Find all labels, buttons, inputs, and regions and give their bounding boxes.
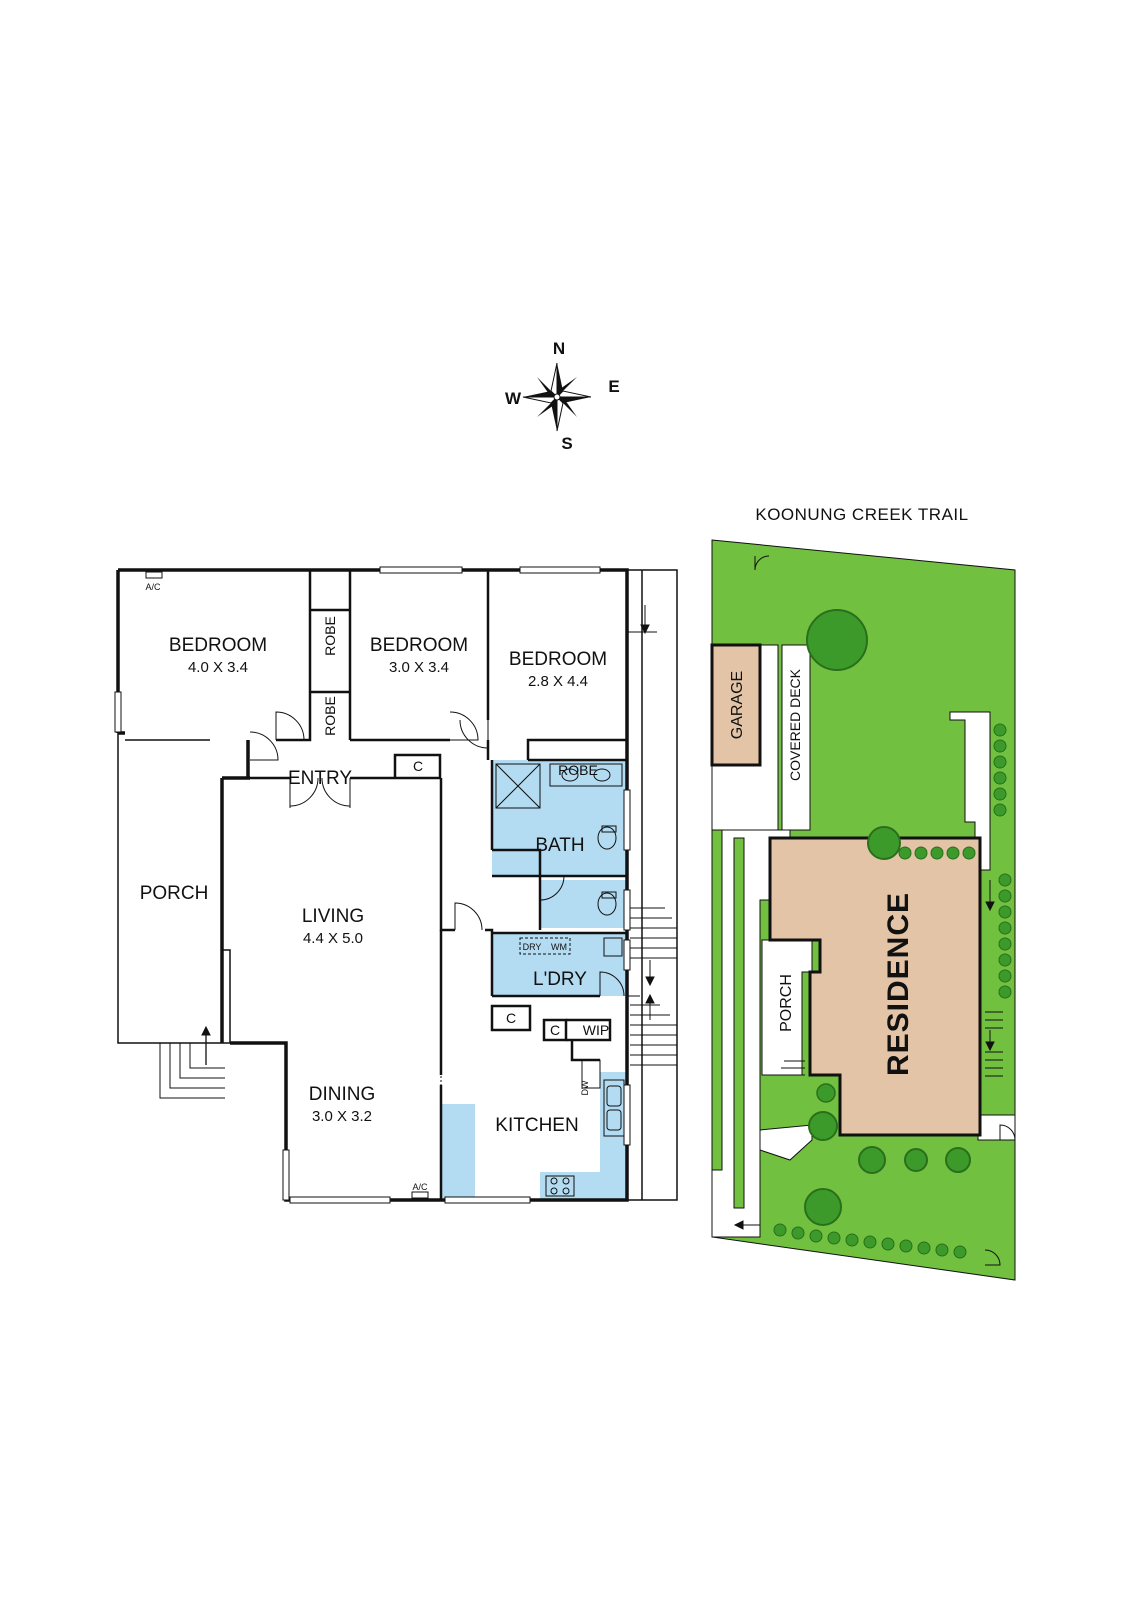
- door-living-left: [289, 777, 319, 808]
- doors: [249, 711, 640, 997]
- robe-2-label: ROBE: [322, 696, 338, 736]
- tree-icon: [806, 609, 868, 671]
- site-porch-label: PORCH: [778, 974, 795, 1032]
- sink-icon: [603, 1079, 625, 1137]
- door-living-right: [321, 777, 351, 808]
- arrow-head-icon: [201, 1025, 211, 1036]
- tree-icon: [904, 1148, 928, 1172]
- tree-icon: [808, 1111, 838, 1141]
- site-steps: [733, 880, 1003, 1230]
- living-dims: 4.4 X 5.0: [303, 930, 363, 947]
- compass-south-label: S: [561, 434, 572, 453]
- bedroom-2-label: BEDROOM: [370, 635, 468, 656]
- door-bedroom-1: [275, 711, 305, 741]
- porch-outline: [117, 569, 678, 1201]
- ac-top-label: A/C: [145, 582, 161, 592]
- kitchen-cupboard-1-label: C: [506, 1010, 516, 1026]
- living-label: LIVING: [302, 906, 364, 927]
- trough-icon: [603, 937, 623, 957]
- garage-block: [710, 643, 762, 767]
- tree-icon: [945, 1147, 971, 1173]
- kitchen-bench-bottom-fill: [540, 1172, 627, 1200]
- residence-block: [768, 836, 982, 1137]
- residence-label: RESIDENCE: [882, 892, 915, 1076]
- trees: [804, 609, 971, 1226]
- entry-label: ENTRY: [288, 768, 352, 789]
- vanity-icon: [549, 763, 623, 787]
- compass-rose: N E S W: [505, 339, 620, 453]
- dryer-washer-outline: [519, 937, 571, 955]
- island-bench: [441, 1104, 475, 1198]
- bedroom-2-dims: 3.0 X 3.4: [389, 659, 449, 676]
- washing-machine-label: WM: [551, 942, 567, 952]
- kitchen-cupboard-2-label: C: [550, 1022, 560, 1038]
- tree-icon: [816, 1083, 836, 1103]
- site-plan: KOONUNG CREEK TRAIL GARAGE COVERED DECK …: [710, 505, 1016, 1281]
- porch-label: PORCH: [140, 883, 209, 904]
- porch-steps: [159, 1025, 225, 1099]
- ac-unit-icon: [145, 571, 163, 579]
- cooktop-icon: [545, 1175, 575, 1197]
- dishwasher-label: DW: [580, 1080, 590, 1095]
- compass-east-label: E: [608, 377, 619, 396]
- ac-bottom-label: A/C: [412, 1182, 428, 1192]
- compass-north-label: N: [553, 339, 565, 358]
- door-bedroom-2: [449, 711, 479, 741]
- garage-label: GARAGE: [729, 671, 746, 739]
- compass-west-label: W: [505, 389, 522, 408]
- tree-icon: [858, 1146, 886, 1174]
- basin-icon: [561, 768, 579, 782]
- bath-label: BATH: [535, 835, 584, 856]
- laundry-label: L'DRY: [533, 969, 587, 990]
- bedroom-1-label: BEDROOM: [169, 635, 267, 656]
- street-name-label: KOONUNG CREEK TRAIL: [755, 505, 968, 524]
- tree-icon: [804, 1188, 842, 1226]
- tree-icon: [867, 826, 901, 860]
- bath-fixtures: [495, 763, 625, 1197]
- door-toilet: [539, 875, 565, 901]
- bedroom-1-dims: 4.0 X 3.4: [188, 659, 248, 676]
- toilet-icon: [597, 892, 617, 916]
- robe-3-label: ROBE: [558, 762, 598, 778]
- gates: [754, 555, 1016, 1266]
- door-entry-inner: [249, 731, 279, 761]
- kitchen-label: KITCHEN: [495, 1115, 578, 1136]
- ac-unit-icon: [411, 1191, 429, 1199]
- floor-plan: BEDROOM 4.0 X 3.4 BEDROOM 3.0 X 3.4 BEDR…: [114, 566, 678, 1204]
- dining-dims: 3.0 X 3.2: [312, 1108, 372, 1125]
- wip-label: WIP: [583, 1022, 609, 1038]
- bedroom-3-dims: 2.8 X 4.4: [528, 673, 588, 690]
- shower-icon: [495, 763, 541, 809]
- covered-deck-label: COVERED DECK: [787, 668, 803, 781]
- toilet-fill: [540, 880, 627, 928]
- entry-cupboard-label: C: [413, 758, 423, 774]
- bath-fill: [492, 760, 627, 876]
- east-steps: [440, 605, 677, 1088]
- dishwasher-icon: [581, 1059, 601, 1089]
- toilet-icon: [597, 826, 617, 850]
- door-hall: [454, 902, 483, 931]
- covered-deck: [781, 644, 811, 831]
- door-laundry: [599, 971, 625, 997]
- hedge-shrubs: [773, 723, 1012, 1259]
- basin-icon: [593, 768, 611, 782]
- robe-1-label: ROBE: [322, 616, 338, 656]
- dryer-label: DRY: [523, 942, 542, 952]
- bedroom-3-label: BEDROOM: [509, 649, 607, 670]
- door-bedroom-3: [459, 719, 489, 749]
- dining-label: DINING: [309, 1084, 376, 1105]
- interior-walls: [246, 570, 627, 1200]
- compass-star-icon: [522, 362, 592, 432]
- windows: [114, 566, 631, 1204]
